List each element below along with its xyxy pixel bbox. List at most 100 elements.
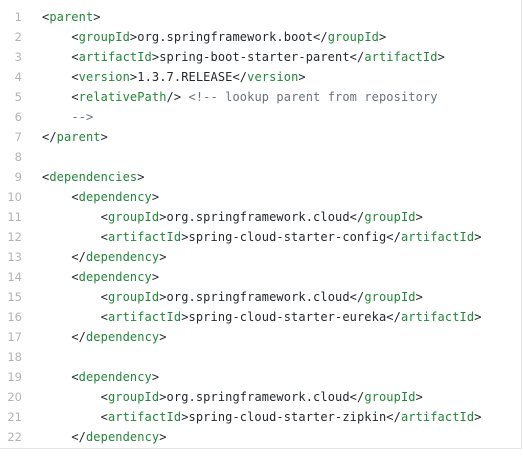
xml-tag-name: dependency <box>85 430 160 444</box>
code-content: <groupId>org.springframework.cloud</grou… <box>42 290 423 304</box>
xml-text: spring-boot-starter-parent <box>159 50 350 64</box>
line-number: 18 <box>7 350 22 364</box>
xml-tag-name: artifactId <box>107 410 182 424</box>
xml-tag-name: artifactId <box>78 50 152 64</box>
xml-comment: <!-- lookup parent from repository <box>188 90 438 104</box>
code-content: </dependency> <box>42 250 167 264</box>
xml-punctuation: > <box>137 170 145 184</box>
code-indent <box>42 110 71 124</box>
xml-tag-name: parent <box>49 10 94 24</box>
xml-text: org.springframework.cloud <box>166 390 350 404</box>
code-content: <artifactId>spring-cloud-starter-config<… <box>42 230 482 244</box>
code-line: 4 <version>1.3.7.RELEASE</version> <box>0 67 521 87</box>
xml-punctuation: > <box>474 410 482 424</box>
code-content: <artifactId>spring-cloud-starter-eureka<… <box>42 310 482 324</box>
code-content: <relativePath/> <!-- lookup parent from … <box>42 90 438 104</box>
line-number: 14 <box>7 270 22 284</box>
xml-punctuation: < <box>71 30 79 44</box>
xml-punctuation: </ <box>71 250 86 264</box>
xml-comment: --> <box>71 110 94 124</box>
code-line: 18 <box>0 347 521 367</box>
code-line: 8 <box>0 147 521 167</box>
code-indent <box>42 230 101 244</box>
code-content: <dependency> <box>42 370 159 384</box>
line-number: 5 <box>14 90 22 104</box>
xml-punctuation: > <box>159 210 167 224</box>
line-number: 16 <box>7 310 22 324</box>
xml-punctuation: < <box>71 90 79 104</box>
xml-punctuation: > <box>151 370 160 384</box>
xml-punctuation: </ <box>349 210 365 224</box>
code-content: <groupId>org.springframework.cloud</grou… <box>42 210 423 224</box>
xml-punctuation: > <box>159 430 167 444</box>
code-line: 10 <dependency> <box>0 187 521 207</box>
code-indent <box>42 410 101 424</box>
xml-punctuation: </ <box>386 410 401 424</box>
code-indent <box>42 310 101 324</box>
line-number: 8 <box>14 150 22 164</box>
code-content: <groupId>org.springframework.boot</group… <box>42 30 386 44</box>
xml-text: org.springframework.cloud <box>166 290 350 304</box>
line-number: 19 <box>7 370 22 384</box>
xml-tag-name: dependency <box>78 190 152 204</box>
xml-tag-name: dependency <box>85 330 160 344</box>
xml-punctuation: < <box>42 10 50 24</box>
xml-tag-name: version <box>247 70 299 84</box>
line-number: 11 <box>7 210 22 224</box>
code-content: <artifactId > spring-cloud-starter-zipkin<… <box>42 410 482 424</box>
xml-punctuation: < <box>71 370 79 384</box>
xml-punctuation: < <box>100 390 108 404</box>
xml-punctuation: > <box>151 270 160 284</box>
xml-punctuation: </ <box>71 330 86 344</box>
xml-text: spring-cloud-starter-eureka <box>188 310 387 324</box>
line-number: 2 <box>14 30 22 44</box>
xml-punctuation: </ <box>71 430 86 444</box>
code-line: 11 <groupId>org.springframework.cloud</g… <box>0 207 521 227</box>
xml-punctuation: > <box>474 230 482 244</box>
line-number: 3 <box>14 50 22 64</box>
xml-punctuation: < <box>100 310 108 324</box>
xml-tag-name: dependency <box>78 370 152 384</box>
code-line: 6 --> <box>0 107 521 127</box>
xml-punctuation: </ <box>313 30 328 44</box>
code-content: <artifactId>spring-boot-starter-parent</… <box>42 50 445 64</box>
xml-tag-name: version <box>78 70 130 84</box>
xml-punctuation: > <box>159 390 167 404</box>
xml-punctuation: </ <box>386 230 401 244</box>
code-content: --> <box>42 110 93 124</box>
code-content: <groupId>org.springframework.cloud</grou… <box>42 390 423 404</box>
code-line: 1<parent> <box>0 7 521 27</box>
code-content: <parent> <box>42 10 101 24</box>
line-number: 4 <box>14 70 22 84</box>
xml-tag-name: groupId <box>364 210 416 224</box>
xml-tag-name: artifactId <box>400 310 475 324</box>
line-number: 15 <box>7 290 22 304</box>
xml-punctuation: < <box>100 410 108 424</box>
xml-text: spring-cloud-starter-config <box>188 230 387 244</box>
line-number: 20 <box>7 390 22 404</box>
line-number: 13 <box>7 250 22 264</box>
xml-tag-name: artifactId <box>107 230 182 244</box>
xml-text: spring-cloud-starter-zipkin <box>188 410 387 424</box>
line-number: 17 <box>7 330 22 344</box>
xml-tag-name: groupId <box>78 30 130 44</box>
line-number: 22 <box>7 430 22 444</box>
code-content: <dependencies> <box>42 170 145 184</box>
code-line: 5 <relativePath/> <!-- lookup parent fro… <box>0 87 521 107</box>
code-line: 3 <artifactId>spring-boot-starter-parent… <box>0 47 521 67</box>
code-indent <box>42 430 71 444</box>
code-line: 14 <dependency> <box>0 267 521 287</box>
xml-punctuation: > <box>129 70 138 84</box>
code-indent <box>42 250 71 264</box>
xml-punctuation: > <box>415 210 423 224</box>
code-viewer: 1<parent>2 <groupId>org.springframework.… <box>0 0 522 449</box>
code-content: <dependency> <box>42 270 159 284</box>
xml-tag-name: groupId <box>107 210 160 224</box>
xml-punctuation: > <box>159 330 167 344</box>
code-indent <box>42 370 71 384</box>
code-content: </parent> <box>42 130 108 144</box>
xml-punctuation: < <box>100 210 108 224</box>
code-line: 2 <groupId>org.springframework.boot</gro… <box>0 27 521 47</box>
code-indent <box>42 50 71 64</box>
xml-punctuation: </ <box>349 390 365 404</box>
